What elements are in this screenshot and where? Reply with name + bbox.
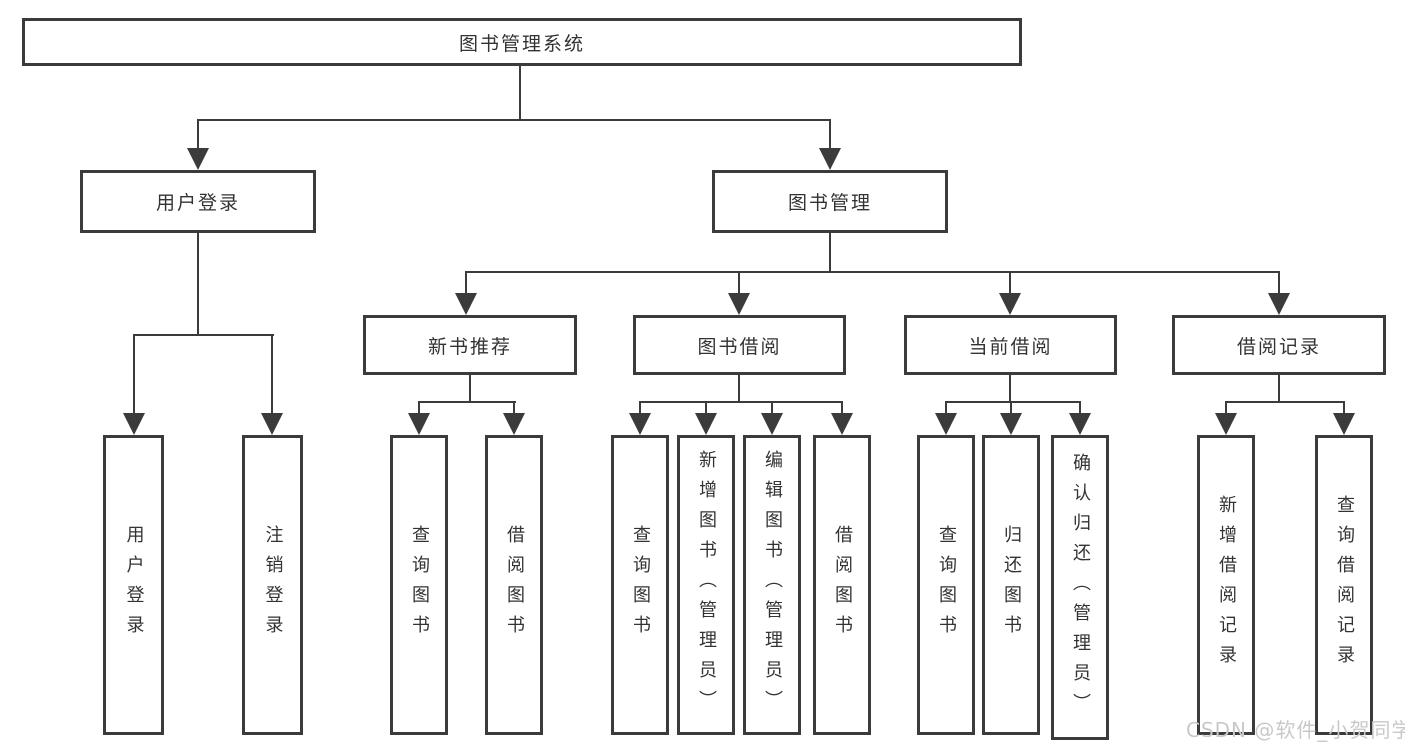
connector-line <box>418 401 516 403</box>
node-label: 查询图书 <box>936 525 957 645</box>
leaf-borrow-books-recommend: 借阅图书 <box>485 435 543 735</box>
leaf-return-books: 归还图书 <box>982 435 1040 735</box>
node-label: 用户登录 <box>155 192 240 214</box>
connector-line <box>829 233 831 273</box>
node-label: 图书管理 <box>787 192 872 214</box>
node-label: 图书管理系统 <box>458 32 585 55</box>
connector-line <box>1009 271 1011 295</box>
leaf-query-books-current: 查询图书 <box>917 435 975 735</box>
node-label: 查询借阅记录 <box>1334 495 1355 675</box>
leaf-add-borrow-record: 新增借阅记录 <box>1197 435 1255 735</box>
connector-line <box>465 271 467 295</box>
csdn-watermark: CSDN @软件_小贺同学 <box>1186 718 1405 742</box>
connector-line <box>465 271 1280 273</box>
leaf-query-books-borrowing: 查询图书 <box>611 435 669 735</box>
arrow-down-icon <box>1333 413 1355 435</box>
leaf-query-books-recommend: 查询图书 <box>390 435 448 735</box>
connector-line <box>133 334 135 415</box>
leaf-add-books-admin: 新增图书（管理员） <box>677 435 735 735</box>
arrow-down-icon <box>123 413 145 435</box>
node-label: 归还图书 <box>1001 525 1022 645</box>
node-label: 图书借阅 <box>697 335 782 358</box>
connector-line <box>1278 375 1280 403</box>
connector-line <box>771 401 773 415</box>
connector-line <box>1343 401 1345 415</box>
leaf-borrow-books: 借阅图书 <box>813 435 871 735</box>
connector-line <box>1278 271 1280 295</box>
node-library-system: 图书管理系统 <box>22 18 1022 66</box>
arrow-down-icon <box>1268 293 1290 315</box>
node-label: 查询图书 <box>630 525 651 645</box>
arrow-down-icon <box>629 413 651 435</box>
node-label: 新增借阅记录 <box>1216 495 1237 675</box>
connector-line <box>738 271 740 295</box>
node-user-login: 用户登录 <box>80 170 316 233</box>
arrow-down-icon <box>187 148 209 170</box>
connector-line <box>639 401 843 403</box>
connector-line <box>841 401 843 415</box>
connector-line <box>469 375 471 403</box>
leaf-query-borrow-record: 查询借阅记录 <box>1315 435 1373 735</box>
node-label: 新增图书（管理员） <box>696 450 717 720</box>
leaf-logout: 注销登录 <box>242 435 303 735</box>
arrow-down-icon <box>831 413 853 435</box>
node-new-book-recommend: 新书推荐 <box>363 315 577 375</box>
connector-line <box>1079 401 1081 415</box>
connector-line <box>513 401 515 415</box>
arrow-down-icon <box>999 293 1021 315</box>
connector-line <box>197 233 199 336</box>
arrow-down-icon <box>728 293 750 315</box>
arrow-down-icon <box>455 293 477 315</box>
arrow-down-icon <box>761 413 783 435</box>
node-book-borrowing: 图书借阅 <box>633 315 846 375</box>
connector-line <box>945 401 1081 403</box>
node-label: 查询图书 <box>409 525 430 645</box>
connector-line <box>197 119 199 151</box>
arrow-down-icon <box>695 413 717 435</box>
arrow-down-icon <box>1000 413 1022 435</box>
connector-line <box>519 66 521 121</box>
connector-line <box>1225 401 1227 415</box>
arrow-down-icon <box>1215 413 1237 435</box>
connector-line <box>829 119 831 151</box>
connector-line <box>738 375 740 403</box>
arrow-down-icon <box>1069 413 1091 435</box>
arrow-down-icon <box>935 413 957 435</box>
arrow-down-icon <box>408 413 430 435</box>
node-label: 确认归还（管理员） <box>1070 452 1091 723</box>
node-current-borrowing: 当前借阅 <box>904 315 1117 375</box>
node-label: 当前借阅 <box>968 335 1053 358</box>
node-label: 用户登录 <box>123 525 145 645</box>
leaf-user-login: 用户登录 <box>103 435 164 735</box>
connector-line <box>271 334 273 415</box>
node-book-management: 图书管理 <box>712 170 948 233</box>
connector-line <box>639 401 641 415</box>
node-label: 注销登录 <box>262 525 284 645</box>
connector-line <box>133 334 274 336</box>
leaf-confirm-return-admin: 确认归还（管理员） <box>1051 435 1109 740</box>
node-label: 借阅图书 <box>832 525 853 645</box>
connector-line <box>705 401 707 415</box>
node-label: 借阅图书 <box>504 525 525 645</box>
node-label: 新书推荐 <box>427 335 512 358</box>
node-borrow-records: 借阅记录 <box>1172 315 1386 375</box>
connector-line <box>197 119 831 121</box>
connector-line <box>1225 401 1345 403</box>
arrow-down-icon <box>819 148 841 170</box>
connector-line <box>1010 401 1012 415</box>
node-label: 借阅记录 <box>1236 335 1321 358</box>
connector-line <box>945 401 947 415</box>
arrow-down-icon <box>261 413 283 435</box>
connector-line <box>418 401 420 415</box>
arrow-down-icon <box>503 413 525 435</box>
connector-line <box>1009 375 1011 403</box>
leaf-edit-books-admin: 编辑图书（管理员） <box>743 435 801 735</box>
node-label: 编辑图书（管理员） <box>762 450 783 720</box>
